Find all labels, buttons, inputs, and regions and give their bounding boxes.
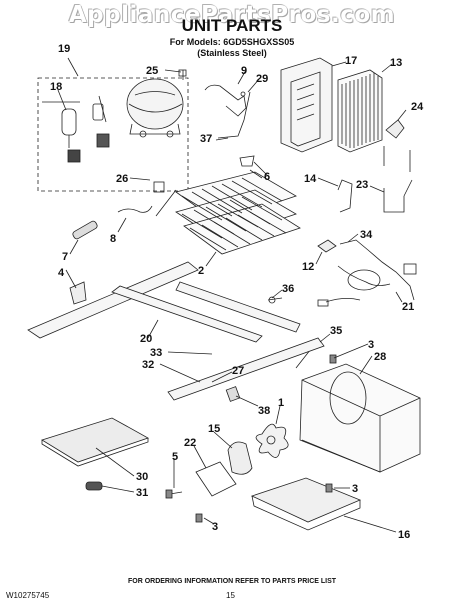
callout-9: 9 <box>241 65 247 77</box>
compressor-kit-outline <box>37 77 189 192</box>
callout-14: 14 <box>304 173 317 185</box>
callout-6: 6 <box>264 171 270 183</box>
model-info: For Models: 6GD5SHGXSS05 (Stainless Stee… <box>0 37 464 59</box>
callout-4: 4 <box>58 267 65 279</box>
watermark: AppliancePartsPros.com <box>68 2 396 28</box>
callout-12: 12 <box>302 261 314 273</box>
callout-22: 22 <box>184 437 196 449</box>
callout-3c: 3 <box>212 521 218 533</box>
model-number: For Models: 6GD5SHGXSS05 <box>169 37 295 47</box>
document-number: W10275745 <box>6 591 50 600</box>
callout-20: 20 <box>140 333 152 345</box>
page-number: 15 <box>226 591 235 600</box>
callout-13: 13 <box>390 57 402 69</box>
callout-37: 37 <box>200 133 212 145</box>
callout-16: 16 <box>398 529 410 541</box>
callout-18: 18 <box>50 81 62 93</box>
callout-24: 24 <box>411 101 424 113</box>
callout-17: 17 <box>345 55 357 67</box>
callout-32: 32 <box>142 359 154 371</box>
ordering-note: FOR ORDERING INFORMATION REFER TO PARTS … <box>127 578 337 585</box>
callout-28: 28 <box>374 351 386 363</box>
callout-33: 33 <box>150 347 162 359</box>
callout-3b: 3 <box>352 483 358 495</box>
callout-21: 21 <box>402 301 414 313</box>
callout-2: 2 <box>198 265 204 277</box>
callout-1: 1 <box>278 397 284 409</box>
callout-15: 15 <box>208 423 220 435</box>
callout-30: 30 <box>136 471 148 483</box>
callout-3a: 3 <box>368 339 374 351</box>
callout-23: 23 <box>356 179 368 191</box>
callout-34: 34 <box>360 229 373 241</box>
callout-19: 19 <box>58 43 70 55</box>
callout-26: 26 <box>116 173 128 185</box>
callout-38: 38 <box>258 405 270 417</box>
page-title: UNIT PARTS <box>181 16 283 35</box>
callout-5: 5 <box>172 451 178 463</box>
model-finish: (Stainless Steel) <box>197 48 267 58</box>
callout-36: 36 <box>282 283 294 295</box>
callout-25: 25 <box>146 65 158 77</box>
callout-27: 27 <box>232 365 244 377</box>
callout-31: 31 <box>136 487 148 499</box>
callout-35: 35 <box>330 325 342 337</box>
callout-29: 29 <box>256 73 268 85</box>
callout-7: 7 <box>62 251 68 263</box>
callout-8: 8 <box>110 233 116 245</box>
